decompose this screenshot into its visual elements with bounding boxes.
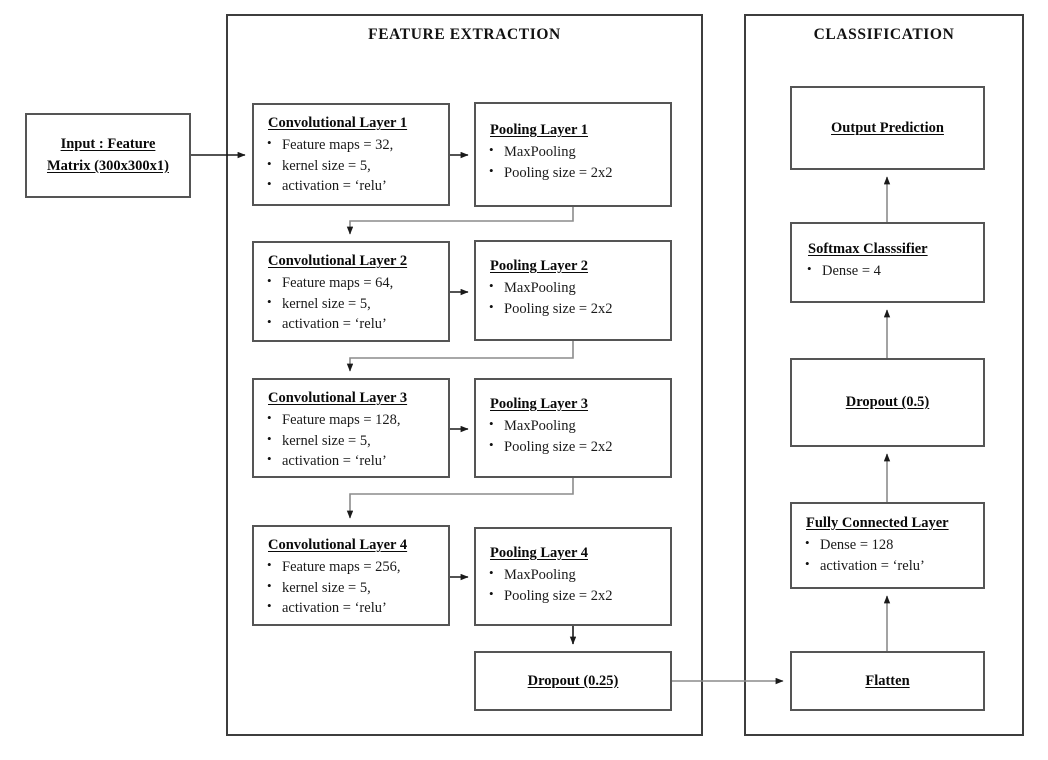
softmax-bullet-dense: Dense = 4 bbox=[804, 260, 983, 282]
group-title-feature-extraction: FEATURE EXTRACTION bbox=[368, 26, 561, 43]
conv4-bullet-kernel-size: kernel size = 5, bbox=[264, 577, 448, 599]
pool4-title: Pooling Layer 4 bbox=[490, 545, 589, 561]
conv2-bullet-kernel-size: kernel size = 5, bbox=[264, 293, 448, 315]
node-convolutional-layer-4[interactable]: Convolutional Layer 4 Feature maps = 256… bbox=[252, 525, 450, 626]
fc-bullet-activation: activation = ‘relu’ bbox=[802, 555, 983, 577]
pool3-title: Pooling Layer 3 bbox=[490, 396, 589, 412]
pool3-bullets: MaxPooling Pooling size = 2x2 bbox=[486, 415, 670, 458]
pool1-bullets: MaxPooling Pooling size = 2x2 bbox=[486, 141, 670, 184]
fc-title: Fully Connected Layer bbox=[806, 515, 949, 531]
conv2-bullet-feature-maps: Feature maps = 64, bbox=[264, 272, 448, 294]
input-line-1: Input : Feature bbox=[60, 136, 156, 153]
node-pooling-layer-3[interactable]: Pooling Layer 3 MaxPooling Pooling size … bbox=[474, 378, 672, 478]
node-output-prediction[interactable]: Output Prediction bbox=[790, 86, 985, 170]
conv1-bullet-kernel-size: kernel size = 5, bbox=[264, 155, 448, 177]
node-convolutional-layer-2[interactable]: Convolutional Layer 2 Feature maps = 64,… bbox=[252, 241, 450, 342]
node-pooling-layer-4[interactable]: Pooling Layer 4 MaxPooling Pooling size … bbox=[474, 527, 672, 626]
pool1-title: Pooling Layer 1 bbox=[490, 122, 589, 138]
conv4-bullet-feature-maps: Feature maps = 256, bbox=[264, 556, 448, 578]
dropout-025-title: Dropout (0.25) bbox=[527, 672, 619, 689]
conv1-bullet-feature-maps: Feature maps = 32, bbox=[264, 134, 448, 156]
group-title-classification: CLASSIFICATION bbox=[813, 26, 955, 43]
fc-bullet-dense: Dense = 128 bbox=[802, 534, 983, 556]
pool4-bullets: MaxPooling Pooling size = 2x2 bbox=[486, 564, 670, 607]
conv4-bullets: Feature maps = 256, kernel size = 5, act… bbox=[264, 556, 448, 619]
conv3-bullet-activation: activation = ‘relu’ bbox=[264, 450, 448, 472]
conv2-title: Convolutional Layer 2 bbox=[268, 253, 408, 269]
node-flatten[interactable]: Flatten bbox=[790, 651, 985, 711]
node-input-feature-matrix[interactable]: Input : Feature Matrix (300x300x1) bbox=[25, 113, 191, 198]
node-pooling-layer-2[interactable]: Pooling Layer 2 MaxPooling Pooling size … bbox=[474, 240, 672, 341]
conv4-title: Convolutional Layer 4 bbox=[268, 537, 408, 553]
node-convolutional-layer-1[interactable]: Convolutional Layer 1 Feature maps = 32,… bbox=[252, 103, 450, 206]
conv2-bullets: Feature maps = 64, kernel size = 5, acti… bbox=[264, 272, 448, 335]
node-dropout-025[interactable]: Dropout (0.25) bbox=[474, 651, 672, 711]
conv3-bullets: Feature maps = 128, kernel size = 5, act… bbox=[264, 409, 448, 472]
node-convolutional-layer-3[interactable]: Convolutional Layer 3 Feature maps = 128… bbox=[252, 378, 450, 478]
softmax-title: Softmax Classsifier bbox=[808, 241, 928, 257]
output-prediction-title: Output Prediction bbox=[831, 119, 944, 136]
pool3-bullet-pooling-size: Pooling size = 2x2 bbox=[486, 436, 670, 458]
fc-bullets: Dense = 128 activation = ‘relu’ bbox=[802, 534, 983, 577]
node-softmax-classifier[interactable]: Softmax Classsifier Dense = 4 bbox=[790, 222, 985, 303]
conv3-bullet-kernel-size: kernel size = 5, bbox=[264, 430, 448, 452]
group-feature-extraction bbox=[226, 14, 703, 736]
pool3-bullet-maxpooling: MaxPooling bbox=[486, 415, 670, 437]
pool2-bullet-maxpooling: MaxPooling bbox=[486, 277, 670, 299]
softmax-bullets: Dense = 4 bbox=[804, 260, 983, 282]
pool2-title: Pooling Layer 2 bbox=[490, 258, 589, 274]
conv1-bullet-activation: activation = ‘relu’ bbox=[264, 175, 448, 197]
node-fully-connected-layer[interactable]: Fully Connected Layer Dense = 128 activa… bbox=[790, 502, 985, 589]
flatten-title: Flatten bbox=[865, 672, 910, 689]
conv2-bullet-activation: activation = ‘relu’ bbox=[264, 313, 448, 335]
pool4-bullet-pooling-size: Pooling size = 2x2 bbox=[486, 585, 670, 607]
input-line-2: Matrix (300x300x1) bbox=[46, 157, 169, 174]
conv1-title: Convolutional Layer 1 bbox=[268, 115, 408, 131]
conv4-bullet-activation: activation = ‘relu’ bbox=[264, 597, 448, 619]
group-classification bbox=[744, 14, 1024, 736]
conv3-title: Convolutional Layer 3 bbox=[268, 390, 408, 406]
pool4-bullet-maxpooling: MaxPooling bbox=[486, 564, 670, 586]
pool1-bullet-pooling-size: Pooling size = 2x2 bbox=[486, 162, 670, 184]
pool1-bullet-maxpooling: MaxPooling bbox=[486, 141, 670, 163]
node-pooling-layer-1[interactable]: Pooling Layer 1 MaxPooling Pooling size … bbox=[474, 102, 672, 207]
pool2-bullets: MaxPooling Pooling size = 2x2 bbox=[486, 277, 670, 320]
node-dropout-05[interactable]: Dropout (0.5) bbox=[790, 358, 985, 447]
pool2-bullet-pooling-size: Pooling size = 2x2 bbox=[486, 298, 670, 320]
conv3-bullet-feature-maps: Feature maps = 128, bbox=[264, 409, 448, 431]
conv1-bullets: Feature maps = 32, kernel size = 5, acti… bbox=[264, 134, 448, 197]
dropout-05-title: Dropout (0.5) bbox=[845, 394, 930, 410]
